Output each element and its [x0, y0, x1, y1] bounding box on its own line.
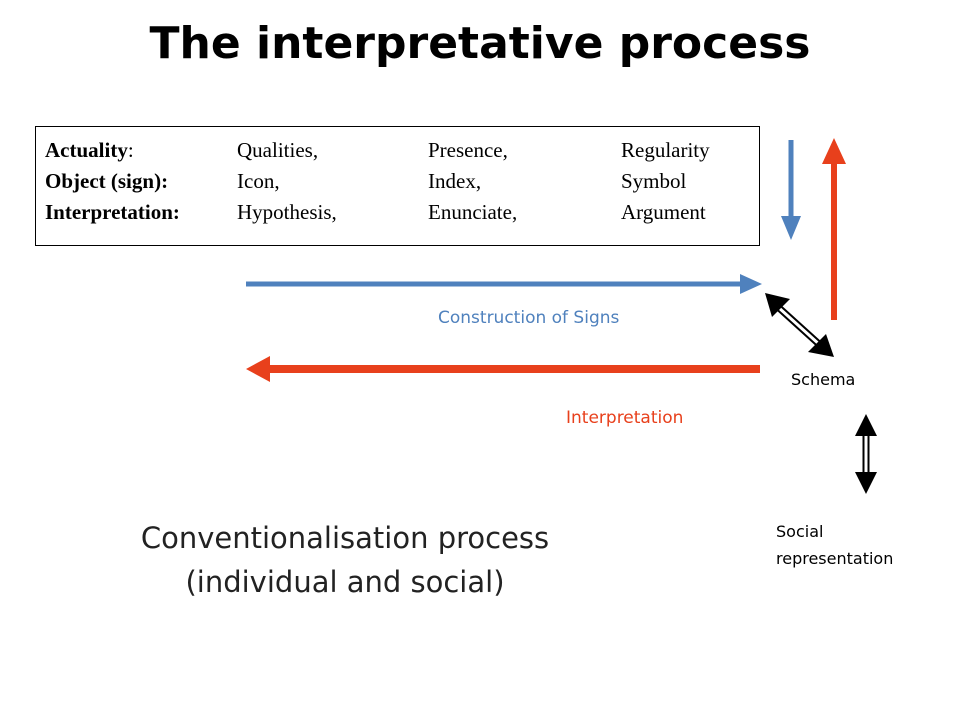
conventionalisation-line1: Conventionalisation process [140, 521, 550, 555]
table-cell: Regularity [621, 138, 710, 162]
table-row-interpretation: Interpretation: Hypothesis, Enunciate, A… [45, 197, 751, 228]
table-cell: Symbol [621, 169, 687, 193]
row-header: Interpretation: [45, 200, 180, 224]
diagonal-double-arrow [765, 293, 834, 357]
construction-arrow [246, 274, 762, 294]
table-cell: Index, [428, 169, 482, 193]
conventionalisation-line2: (individual and social) [185, 565, 505, 599]
social-label-line2: representation [776, 549, 894, 568]
row-header: Object (sign): [45, 169, 169, 193]
table-cell: Qualities, [237, 138, 319, 162]
table-cell: Icon, [237, 169, 280, 193]
construction-label: Construction of Signs [438, 308, 620, 328]
blue-down-arrow [781, 140, 801, 240]
page-title: The interpretative process [149, 18, 811, 69]
conventionalisation-text: Conventionalisation process (individual … [40, 516, 650, 604]
schema-label: Schema [791, 370, 856, 389]
table-row-actuality: Actuality: Qualities, Presence, Regulari… [45, 135, 751, 166]
social-representation-label: Social representation [776, 518, 893, 572]
semiotic-categories-table: Actuality: Qualities, Presence, Regulari… [35, 126, 760, 246]
table-cell: Argument [621, 200, 706, 224]
table-cell: Enunciate, [428, 200, 518, 224]
table-cell: Presence, [428, 138, 508, 162]
table-cell: Hypothesis, [237, 200, 337, 224]
red-up-arrow [822, 138, 846, 320]
social-label-line1: Social [776, 522, 824, 541]
table-row-object: Object (sign): Icon, Index, Symbol [45, 166, 751, 197]
interpretation-label: Interpretation [566, 408, 684, 428]
row-header: Actuality: [45, 138, 134, 162]
interpretation-arrow [246, 356, 760, 382]
vertical-double-arrow [855, 414, 877, 494]
